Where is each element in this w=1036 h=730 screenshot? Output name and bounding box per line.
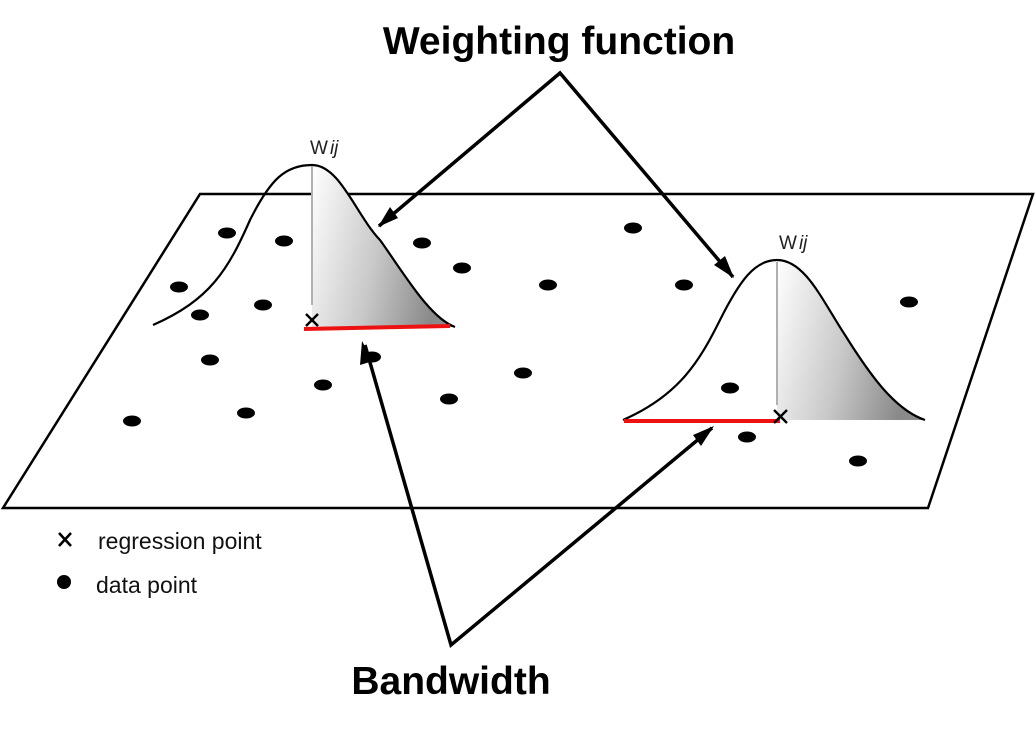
data-point: [275, 235, 293, 247]
kernel-right-shade: [777, 260, 925, 420]
data-point: [218, 227, 236, 239]
data-point: [738, 431, 756, 443]
data-point: [624, 222, 642, 234]
data-point: [514, 367, 532, 379]
bandwidth-label: Bandwidth: [351, 660, 550, 703]
data-point: [453, 262, 471, 274]
regression-point-left: [305, 313, 319, 327]
data-point: [314, 379, 332, 391]
legend-data-label: data point: [96, 572, 198, 598]
kernel-left-curve: [152, 163, 456, 329]
data-point: [191, 309, 209, 321]
legend-regression-label: regression point: [98, 528, 262, 554]
data-point: [721, 382, 739, 394]
data-point: [539, 279, 557, 291]
data-point: [440, 393, 458, 405]
data-point: [170, 281, 188, 293]
bandwidth-line-left: [303, 324, 451, 331]
bandwidth-arrows: [363, 344, 714, 649]
legend: regression point data point: [57, 528, 262, 598]
data-point: [201, 354, 219, 366]
weighting-function-arrows: [377, 70, 735, 279]
regression-point-right: [773, 409, 788, 424]
data-point: [675, 279, 693, 291]
arrowhead-bandwidth-right: [693, 426, 714, 446]
arrowhead-bandwidth-left: [360, 341, 373, 365]
regression-point-icon: [58, 532, 72, 547]
data-point: [254, 299, 272, 311]
kernel-right-curve: [622, 258, 926, 422]
arrowhead-weighting-right: [714, 256, 734, 278]
data-point: [900, 296, 918, 308]
data-point-icon: [57, 575, 71, 589]
plane: [0, 192, 1035, 510]
data-point: [123, 415, 141, 427]
data-point: [413, 237, 431, 249]
arrowhead-weighting-left: [378, 207, 398, 227]
data-point: [237, 407, 255, 419]
weighting-function-label: Weighting function: [383, 20, 735, 63]
data-point: [849, 455, 867, 467]
